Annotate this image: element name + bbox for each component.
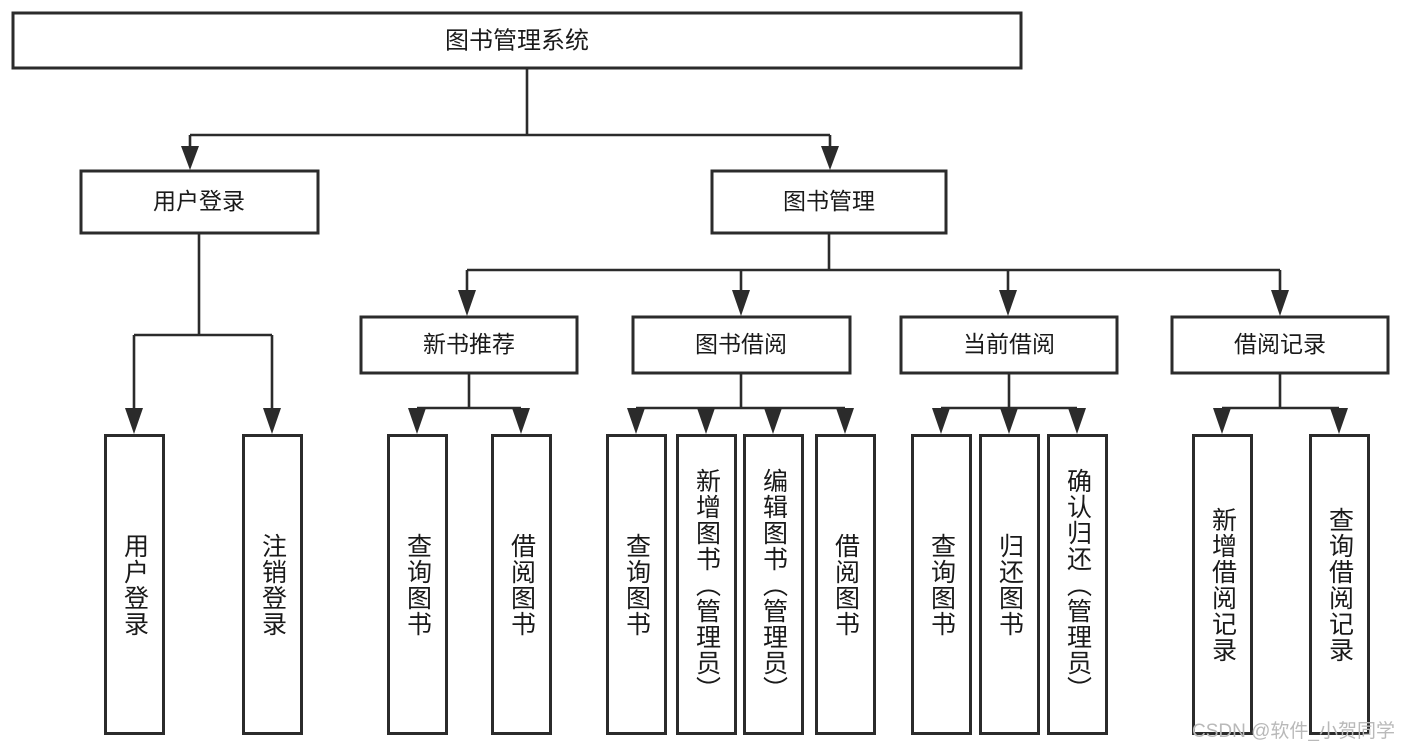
leaf-label-user-logout: 注销登录: [258, 532, 287, 637]
node-book-borrow[interactable]: 图书借阅: [631, 315, 852, 375]
leaf-node-confirm-return[interactable]: 确认归还（管理员）: [1047, 434, 1108, 735]
leaf-node-borrow-book-1[interactable]: 借阅图书: [491, 434, 552, 735]
leaf-label-query-book-1: 查询图书: [403, 532, 432, 637]
arrow-head-leaf-confirm-return: [1068, 408, 1086, 434]
arrow-head-leaf-query-book-3: [932, 408, 950, 434]
node-borrow-record[interactable]: 借阅记录: [1170, 315, 1390, 375]
node-book-borrow-label: 图书借阅: [695, 331, 787, 357]
arrow-head-user-login: [181, 146, 199, 170]
leaf-node-query-book-3[interactable]: 查询图书: [911, 434, 972, 735]
arrow-head-leaf-query-book-1: [408, 408, 426, 434]
leaf-label-borrow-book-1: 借阅图书: [507, 532, 536, 637]
arrow-head-leaf-return-book: [1000, 408, 1018, 434]
node-book-manage-label: 图书管理: [783, 188, 875, 214]
node-borrow-record-label: 借阅记录: [1234, 331, 1326, 357]
node-new-book-recommend[interactable]: 新书推荐: [359, 315, 579, 375]
arrow-head-leaf-add-book: [697, 408, 715, 434]
leaf-node-add-record[interactable]: 新增借阅记录: [1192, 434, 1253, 735]
arrow-head-book-manage: [821, 146, 839, 170]
leaf-label-return-book: 归还图书: [995, 532, 1024, 637]
leaf-label-query-record: 查询借阅记录: [1325, 506, 1354, 663]
leaf-node-user-logout[interactable]: 注销登录: [242, 434, 303, 735]
arrow-head-leaf-user-logout: [263, 408, 281, 434]
leaf-node-return-book[interactable]: 归还图书: [979, 434, 1040, 735]
node-user-login[interactable]: 用户登录: [79, 169, 320, 235]
leaf-node-query-record[interactable]: 查询借阅记录: [1309, 434, 1370, 735]
leaf-label-add-book: 新增图书（管理员）: [692, 467, 721, 702]
arrow-head-new-book-recommend: [458, 290, 476, 316]
node-root-label: 图书管理系统: [445, 27, 589, 54]
arrow-head-leaf-query-book-2: [627, 408, 645, 434]
leaf-node-user-login[interactable]: 用户登录: [104, 434, 165, 735]
arrow-head-current-borrow: [999, 290, 1017, 316]
leaf-label-edit-book: 编辑图书（管理员）: [759, 467, 788, 702]
node-current-borrow-label: 当前借阅: [963, 331, 1055, 357]
leaf-node-borrow-book-2[interactable]: 借阅图书: [815, 434, 876, 735]
leaf-node-query-book-1[interactable]: 查询图书: [387, 434, 448, 735]
arrow-head-leaf-query-record: [1330, 408, 1348, 434]
node-root-rect: [11, 11, 1023, 70]
arrow-head-book-borrow: [732, 290, 750, 316]
leaf-label-borrow-book-2: 借阅图书: [831, 532, 860, 637]
leaf-label-add-record: 新增借阅记录: [1208, 506, 1237, 663]
arrow-head-leaf-add-record: [1213, 408, 1231, 434]
node-new-book-recommend-rect: [359, 315, 579, 375]
node-root[interactable]: 图书管理系统: [11, 11, 1023, 70]
node-book-borrow-rect: [631, 315, 852, 375]
leaf-label-query-book-3: 查询图书: [927, 532, 956, 637]
node-current-borrow-rect: [899, 315, 1119, 375]
leaf-label-user-login: 用户登录: [120, 532, 149, 637]
leaf-node-query-book-2[interactable]: 查询图书: [606, 434, 667, 735]
leaf-node-edit-book[interactable]: 编辑图书（管理员）: [743, 434, 804, 735]
node-book-manage[interactable]: 图书管理: [710, 169, 948, 235]
arrow-head-borrow-record: [1271, 290, 1289, 316]
node-current-borrow[interactable]: 当前借阅: [899, 315, 1119, 375]
leaf-label-query-book-2: 查询图书: [622, 532, 651, 637]
arrow-head-leaf-borrow-book-1: [512, 408, 530, 434]
leaf-node-add-book[interactable]: 新增图书（管理员）: [676, 434, 737, 735]
arrow-head-leaf-user-login: [125, 408, 143, 434]
node-user-login-label: 用户登录: [153, 188, 245, 214]
arrow-head-leaf-edit-book: [764, 408, 782, 434]
arrow-head-leaf-borrow-book-2: [836, 408, 854, 434]
leaf-label-confirm-return: 确认归还（管理员）: [1063, 467, 1092, 702]
node-new-book-recommend-label: 新书推荐: [423, 331, 515, 357]
